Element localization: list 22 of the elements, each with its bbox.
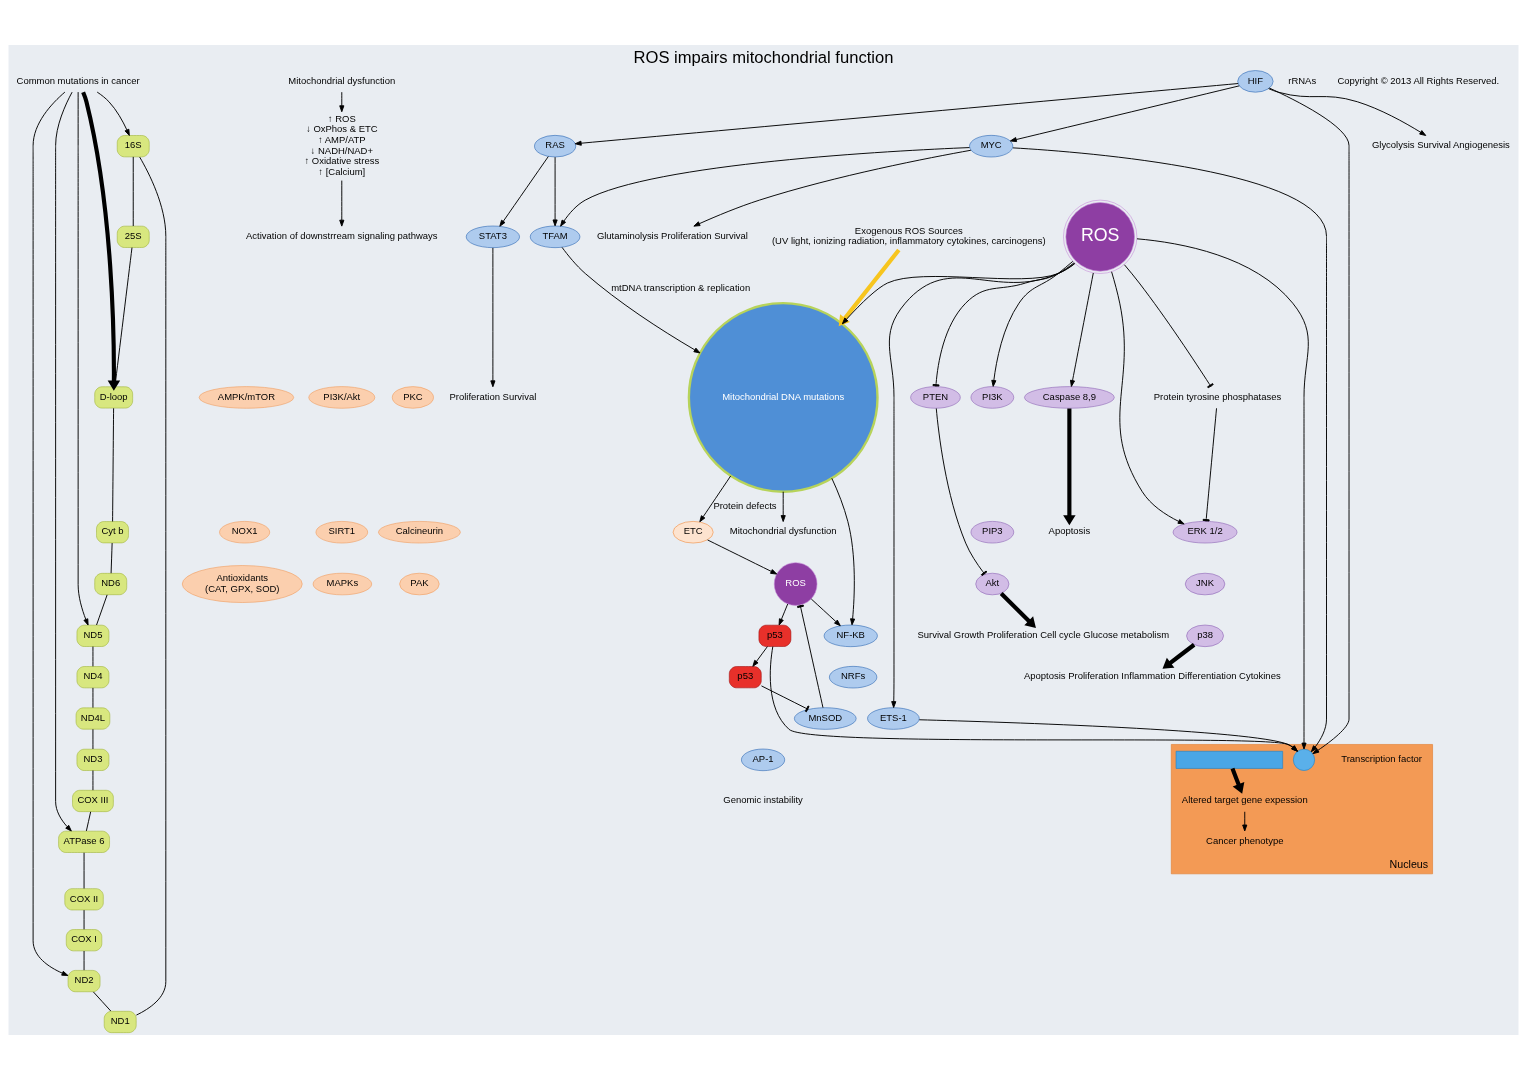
node-text: Apoptosis Proliferation Inflammation Differentiation Cytokines bbox=[1023, 670, 1281, 682]
node-text: Mitochondrial dysfunction bbox=[288, 74, 396, 86]
node-text: Protein tyrosine phosphatases bbox=[1153, 390, 1282, 402]
node-label: Transcription factor bbox=[1341, 753, 1422, 765]
node-text: Mitochondrial dysfunction bbox=[729, 525, 837, 537]
node-text: ↑ ROS ↓ OxPhos & ETC ↑ AMP/ATP ↓ NADH/NAD+ ↑ Oxidative stress ↑ [Calcium] bbox=[304, 112, 380, 178]
node-text: Exogenous ROS Sources (UV light, ionizing radiation, inflammatory cytokines, carcinogens) bbox=[771, 224, 1046, 247]
label: Copyright © 2013 All Rights Reserved. bbox=[1337, 74, 1500, 86]
node-text: Cancer phenotype bbox=[1206, 835, 1284, 847]
node-text: Glutaminolysis Proliferation Survival bbox=[596, 230, 748, 242]
node-text: Apoptosis bbox=[1048, 525, 1091, 537]
node-text: Glycolysis Survival Angiogenesis bbox=[1371, 139, 1510, 151]
node-text: Genomic instability bbox=[723, 794, 803, 806]
edge-label: mtDNA transcription & replication bbox=[611, 281, 751, 293]
node-text: Common mutations in cancer bbox=[16, 74, 140, 86]
edge-label: Protein defects bbox=[713, 499, 777, 511]
node-text: Proliferation Survival bbox=[449, 390, 537, 402]
diagram-title: ROS impairs mitochondrial function bbox=[633, 48, 894, 68]
node-text: Survival Growth Proliferation Cell cycle Glucose metabolism bbox=[917, 629, 1170, 641]
node-text: Activation of downstrream signaling pathways bbox=[246, 230, 438, 242]
node-text: Altered target gene expession bbox=[1181, 794, 1308, 806]
label: rRNAs bbox=[1288, 74, 1317, 86]
